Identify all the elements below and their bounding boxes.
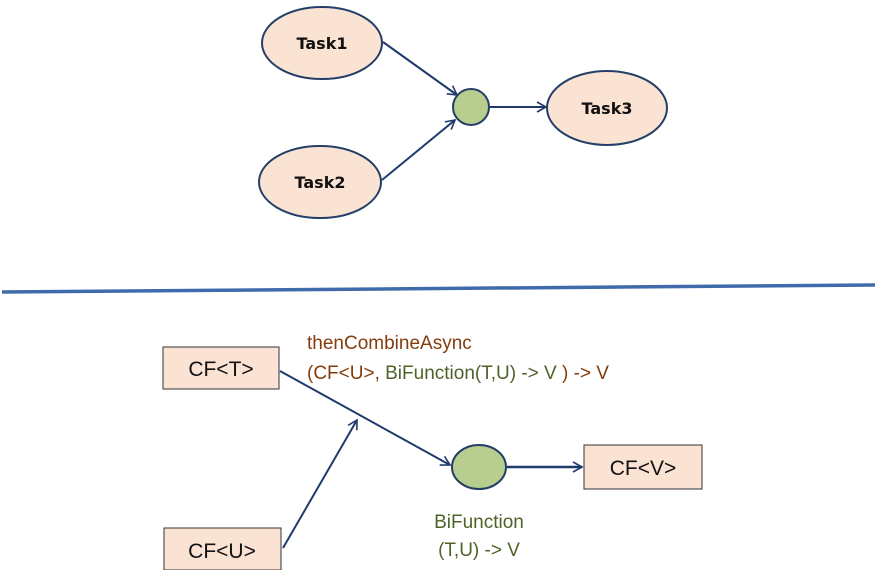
combiner-label-line1: BiFunction bbox=[434, 512, 524, 533]
node-task2-label: Task2 bbox=[295, 173, 346, 192]
top-diagram: Task1 Task2 Task3 bbox=[258, 6, 668, 219]
node-task3[interactable]: Task3 bbox=[546, 70, 668, 146]
box-cf-t[interactable]: CF<T> bbox=[162, 346, 280, 390]
node-task3-label: Task3 bbox=[582, 99, 633, 118]
bottom-diagram: CF<T> CF<U> CF<V> thenCombineAsync (CF<U… bbox=[162, 333, 703, 570]
combiner-label-line2: (T,U) -> V bbox=[438, 540, 520, 561]
signature-close: ) -> V bbox=[557, 363, 610, 384]
join-node bbox=[452, 88, 490, 126]
edge-cft-to-combiner bbox=[279, 370, 452, 466]
edge-cfu-to-cft-edge bbox=[282, 418, 358, 549]
box-cf-u-label: CF<U> bbox=[188, 540, 256, 563]
node-task1-label: Task1 bbox=[297, 34, 348, 53]
box-cf-v[interactable]: CF<V> bbox=[583, 444, 703, 490]
node-task1[interactable]: Task1 bbox=[261, 6, 383, 80]
box-cf-t-label: CF<T> bbox=[188, 358, 253, 381]
signature-bifunction: BiFunction(T,U) -> V bbox=[385, 363, 557, 384]
edge-task2-to-join bbox=[381, 118, 457, 181]
method-signature-label: (CF<U>, BiFunction(T,U) -> V ) -> V bbox=[307, 363, 609, 384]
combiner-node bbox=[451, 444, 507, 490]
node-task2[interactable]: Task2 bbox=[258, 145, 382, 219]
box-cf-v-label: CF<V> bbox=[610, 457, 677, 480]
section-divider bbox=[1, 283, 876, 294]
edge-task1-to-join bbox=[382, 41, 459, 96]
box-cf-u[interactable]: CF<U> bbox=[163, 527, 282, 570]
signature-open: (CF<U>, bbox=[307, 363, 385, 384]
method-name-label: thenCombineAsync bbox=[307, 333, 472, 354]
